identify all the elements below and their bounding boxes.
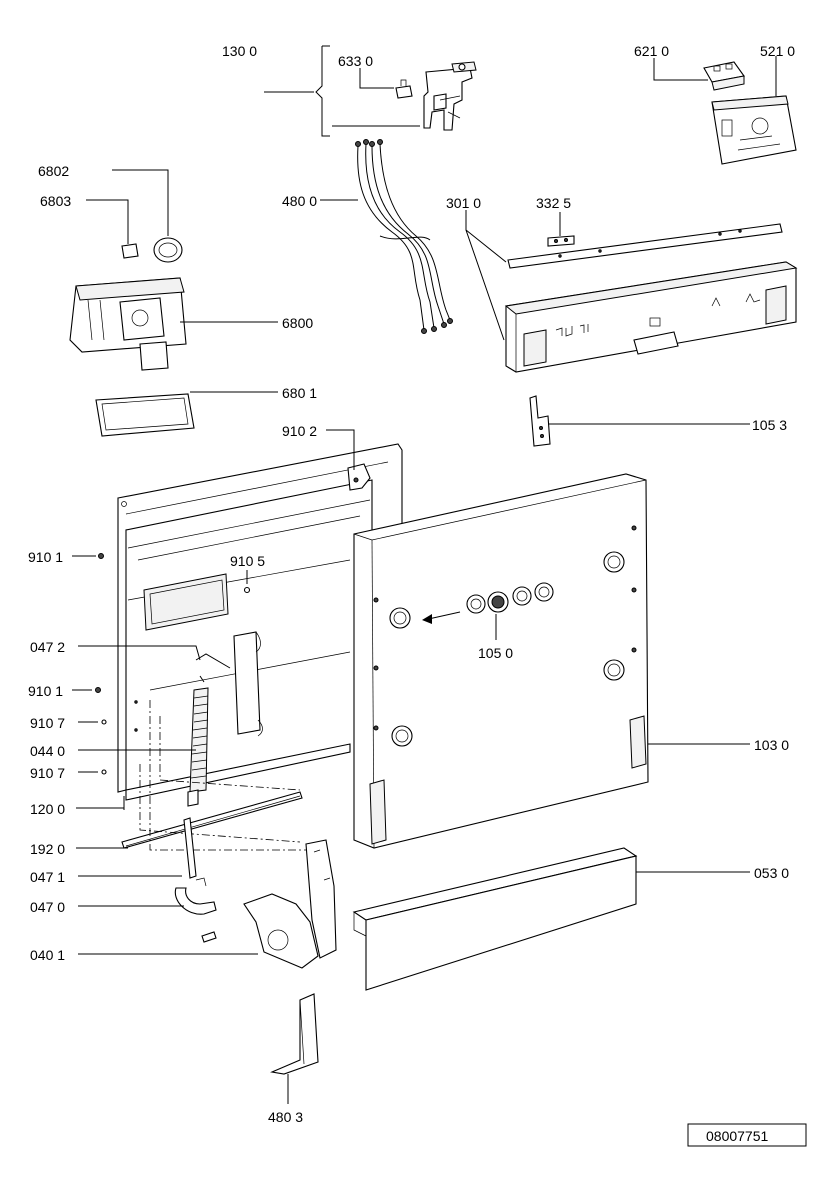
label-910-1-bottom: 910 1 xyxy=(28,683,63,699)
connector-part xyxy=(703,61,745,91)
label-105-0: 105 0 xyxy=(478,645,513,661)
label-6803: 6803 xyxy=(40,193,71,209)
label-301-0: 301 0 xyxy=(446,195,481,211)
dispenser-lid xyxy=(121,243,139,259)
label-621-0: 621 0 xyxy=(634,43,669,59)
label-680-1: 680 1 xyxy=(282,385,317,401)
label-633-0: 633 0 xyxy=(338,53,373,69)
outer-door-panel xyxy=(353,473,649,849)
label-6802: 6802 xyxy=(38,163,69,179)
part-labels: 130 0 633 0 621 0 521 0 6802 6803 480 0 … xyxy=(28,43,795,1125)
label-910-5: 910 5 xyxy=(230,553,265,569)
label-053-0: 053 0 xyxy=(754,865,789,881)
electronic-module xyxy=(711,95,797,165)
hinge-bracket xyxy=(529,395,551,447)
leader-lines xyxy=(72,45,777,1104)
label-047-0: 047 0 xyxy=(30,899,65,915)
drawing-number: 08007751 xyxy=(706,1128,769,1144)
door-spring xyxy=(187,653,231,807)
dispenser-seal xyxy=(95,393,195,437)
label-910-7-bottom: 910 7 xyxy=(30,765,65,781)
direction-arrow xyxy=(422,611,461,624)
spare-feet xyxy=(466,582,554,614)
label-120-0: 120 0 xyxy=(30,801,65,817)
screw-910-7-bottom xyxy=(101,769,107,775)
microswitch-part xyxy=(395,79,413,99)
label-044-0: 044 0 xyxy=(30,743,65,759)
lower-rail xyxy=(121,791,303,849)
label-480-3: 480 3 xyxy=(268,1109,303,1125)
label-105-3: 105 3 xyxy=(752,417,787,433)
label-192-0: 192 0 xyxy=(30,841,65,857)
label-480-0: 480 0 xyxy=(282,193,317,209)
cable-clip xyxy=(174,877,217,943)
control-panel xyxy=(504,261,798,373)
dispenser-unit xyxy=(69,277,187,371)
label-130-0: 130 0 xyxy=(222,43,257,59)
inner-door-frame xyxy=(117,443,403,810)
label-6800: 6800 xyxy=(282,315,313,331)
label-332-5: 332 5 xyxy=(536,195,571,211)
kick-plate xyxy=(352,847,638,991)
screw-910-1-bottom xyxy=(95,687,101,693)
label-047-1: 047 1 xyxy=(30,869,65,885)
dispenser-gasket-ring xyxy=(153,237,183,263)
foot-bracket xyxy=(270,993,319,1075)
drawing-number-box: 08007751 xyxy=(687,1123,807,1147)
door-hinge xyxy=(243,839,337,969)
label-040-1: 040 1 xyxy=(30,947,65,963)
label-047-2: 047 2 xyxy=(30,639,65,655)
spring-rod xyxy=(183,817,197,879)
label-910-7-top: 910 7 xyxy=(30,715,65,731)
label-521-0: 521 0 xyxy=(760,43,795,59)
screw-910-1-top xyxy=(98,553,104,559)
panel-bracket xyxy=(547,235,575,247)
label-103-0: 103 0 xyxy=(754,737,789,753)
screw-910-5 xyxy=(243,586,251,594)
wiring-harness xyxy=(355,139,453,334)
door-feet xyxy=(389,551,625,747)
door-lock-assembly xyxy=(423,61,477,131)
screw-910-7-top xyxy=(101,719,107,725)
label-910-1-top: 910 1 xyxy=(28,549,63,565)
label-910-2: 910 2 xyxy=(282,423,317,439)
panel-strip xyxy=(507,223,783,269)
